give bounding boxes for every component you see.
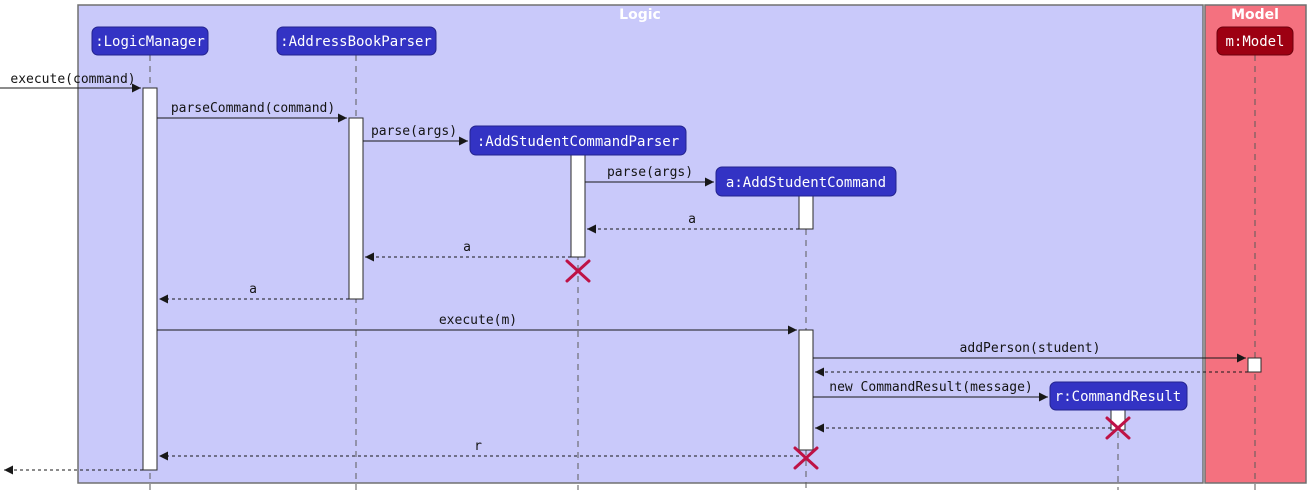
activation-add-student-command-parser bbox=[570, 154, 586, 258]
destroy-x-command-result bbox=[1105, 416, 1131, 440]
activation-add-student-command-1 bbox=[798, 195, 814, 230]
message-label-return-a-2: a bbox=[463, 240, 471, 255]
participant-label: :LogicManager bbox=[95, 34, 205, 50]
message-label-parse-command: parseCommand(command) bbox=[171, 101, 335, 116]
logic-frame bbox=[77, 4, 1204, 484]
participant-label: :AddStudentCommandParser bbox=[477, 134, 679, 150]
message-label-new-command-result: new CommandResult(message) bbox=[829, 380, 1033, 395]
message-label-parse-args-2: parse(args) bbox=[607, 165, 693, 180]
message-label-execute-m: execute(m) bbox=[439, 313, 517, 328]
message-label-return-a-3: a bbox=[249, 282, 257, 297]
participant-label: a:AddStudentCommand bbox=[726, 175, 886, 191]
message-label-add-person: addPerson(student) bbox=[960, 341, 1101, 356]
model-frame-title: Model bbox=[1231, 7, 1279, 23]
participant-add-student-command: a:AddStudentCommand bbox=[715, 166, 897, 197]
participant-logic-manager: :LogicManager bbox=[91, 26, 209, 56]
participant-command-result: r:CommandResult bbox=[1049, 381, 1188, 411]
participant-label: r:CommandResult bbox=[1055, 389, 1181, 405]
participant-model: m:Model bbox=[1216, 26, 1294, 56]
participant-box bbox=[1216, 26, 1294, 56]
destroy-x-add-student-command bbox=[793, 446, 819, 470]
activation-logic-manager bbox=[142, 87, 158, 471]
participant-box bbox=[469, 125, 687, 156]
destroy-x-add-student-command-parser bbox=[565, 259, 591, 283]
participant-address-book-parser: :AddressBookParser bbox=[276, 26, 437, 56]
participant-box bbox=[276, 26, 437, 56]
message-label-return-a-1: a bbox=[688, 212, 696, 227]
logic-frame-title: Logic bbox=[619, 7, 661, 23]
message-label-execute-command: execute(command) bbox=[10, 72, 135, 87]
message-label-return-r: r bbox=[474, 439, 482, 454]
participant-label: :AddressBookParser bbox=[280, 34, 432, 50]
participant-label: m:Model bbox=[1225, 34, 1284, 50]
activation-address-book-parser bbox=[348, 117, 364, 300]
message-label-parse-args-1: parse(args) bbox=[371, 124, 457, 139]
participant-box bbox=[91, 26, 209, 56]
participant-box bbox=[715, 166, 897, 197]
participant-box bbox=[1049, 381, 1188, 411]
activation-model bbox=[1247, 357, 1262, 373]
activation-add-student-command-2 bbox=[798, 329, 814, 451]
participant-add-student-command-parser: :AddStudentCommandParser bbox=[469, 125, 687, 156]
